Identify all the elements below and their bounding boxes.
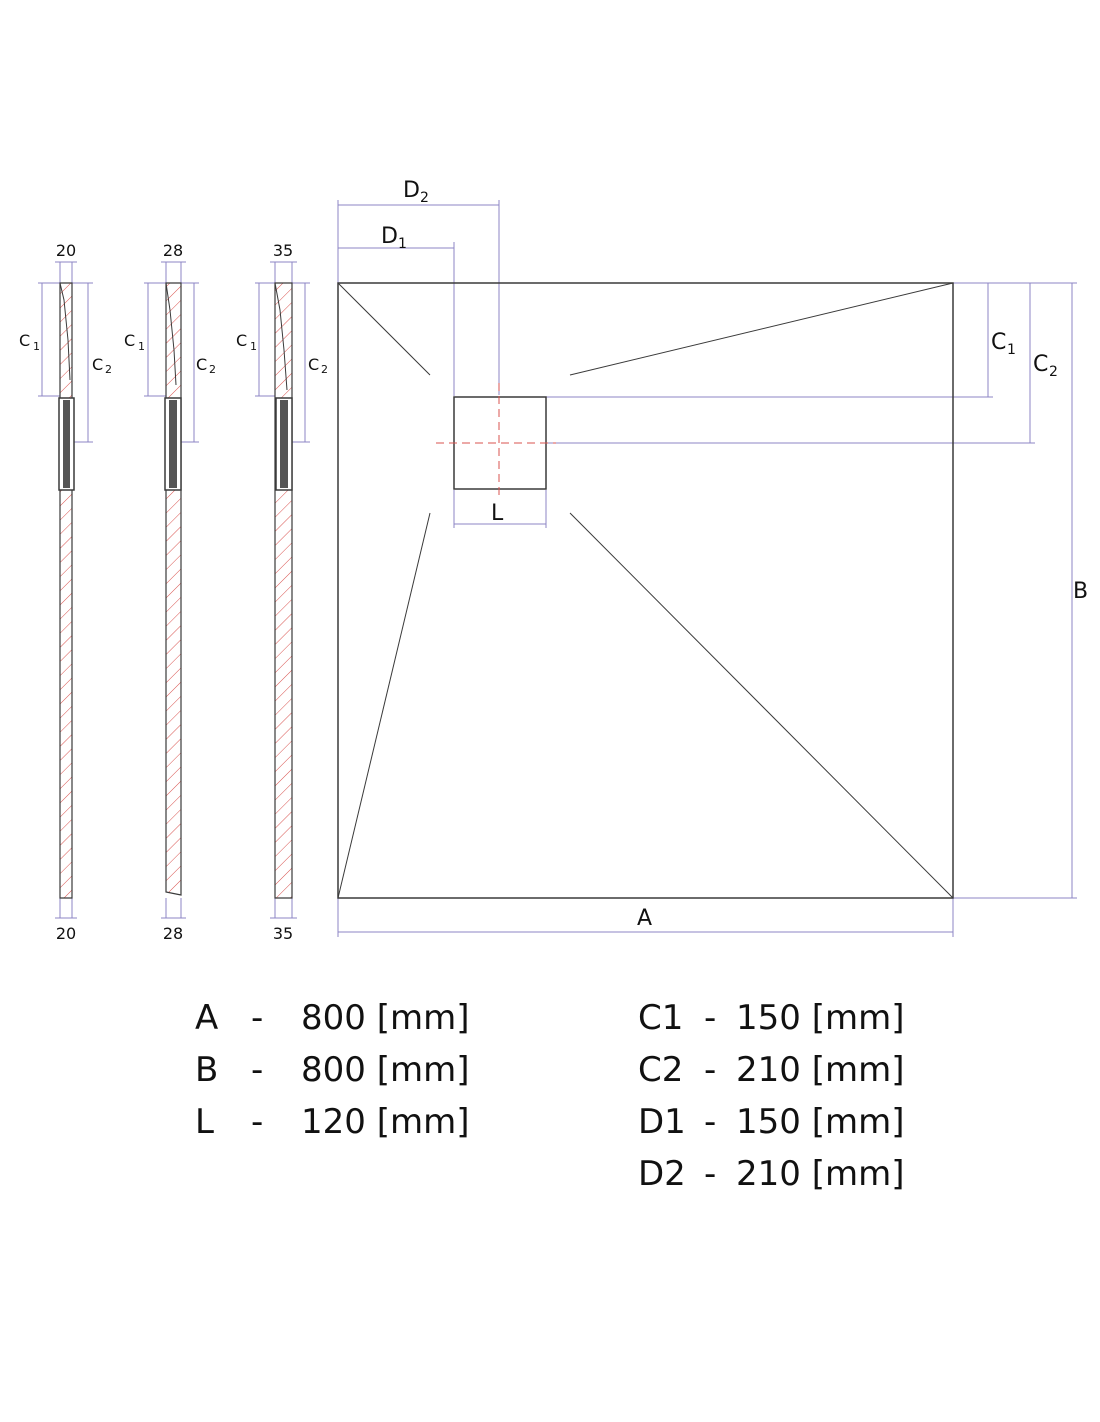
- svg-text:2: 2: [1049, 364, 1058, 380]
- l-label: L: [491, 501, 504, 526]
- svg-text:2: 2: [321, 363, 328, 376]
- plan-labels: D 2 D 1 C 1 C 2 B A L: [381, 178, 1088, 931]
- profile-28: [144, 261, 199, 919]
- c2-label: C: [1033, 352, 1048, 377]
- profile-28-c1-label: C: [124, 331, 135, 350]
- c1-label: C: [991, 330, 1006, 355]
- a-label: A: [637, 906, 652, 931]
- profile-20-top-label: 20: [56, 241, 76, 260]
- profile-35-c1-label: C: [236, 331, 247, 350]
- drain-centerlines: [436, 383, 556, 500]
- profile-c-labels: C 1 C 2 C 1 C 2 C 1 C 2: [19, 331, 328, 376]
- svg-text:2: 2: [105, 363, 112, 376]
- svg-text:2: 2: [209, 363, 216, 376]
- profile-28-bottom-label: 28: [163, 924, 183, 943]
- svg-text:1: 1: [1007, 342, 1016, 358]
- plan-dimension-lines: [337, 200, 1077, 937]
- profile-20: [38, 261, 93, 919]
- profile-28-c2-label: C: [196, 355, 207, 374]
- svg-text:1: 1: [398, 236, 407, 252]
- profile-20-c1-label: C: [19, 331, 30, 350]
- profile-35-top-label: 35: [273, 241, 293, 260]
- profile-35-bottom-label: 35: [273, 924, 293, 943]
- profile-35: [255, 261, 310, 919]
- d1-label: D: [381, 224, 398, 249]
- profile-20-bottom-label: 20: [56, 924, 76, 943]
- slope-lines: [337, 282, 954, 899]
- profile-20-c2-label: C: [92, 355, 103, 374]
- svg-text:2: 2: [420, 190, 429, 206]
- d2-label: D: [403, 178, 420, 203]
- profile-28-top-label: 28: [163, 241, 183, 260]
- svg-text:1: 1: [138, 340, 145, 353]
- svg-text:1: 1: [33, 340, 40, 353]
- profile-35-c2-label: C: [308, 355, 319, 374]
- b-label: B: [1073, 579, 1088, 604]
- svg-text:1: 1: [250, 340, 257, 353]
- tray-plan: [337, 200, 1077, 937]
